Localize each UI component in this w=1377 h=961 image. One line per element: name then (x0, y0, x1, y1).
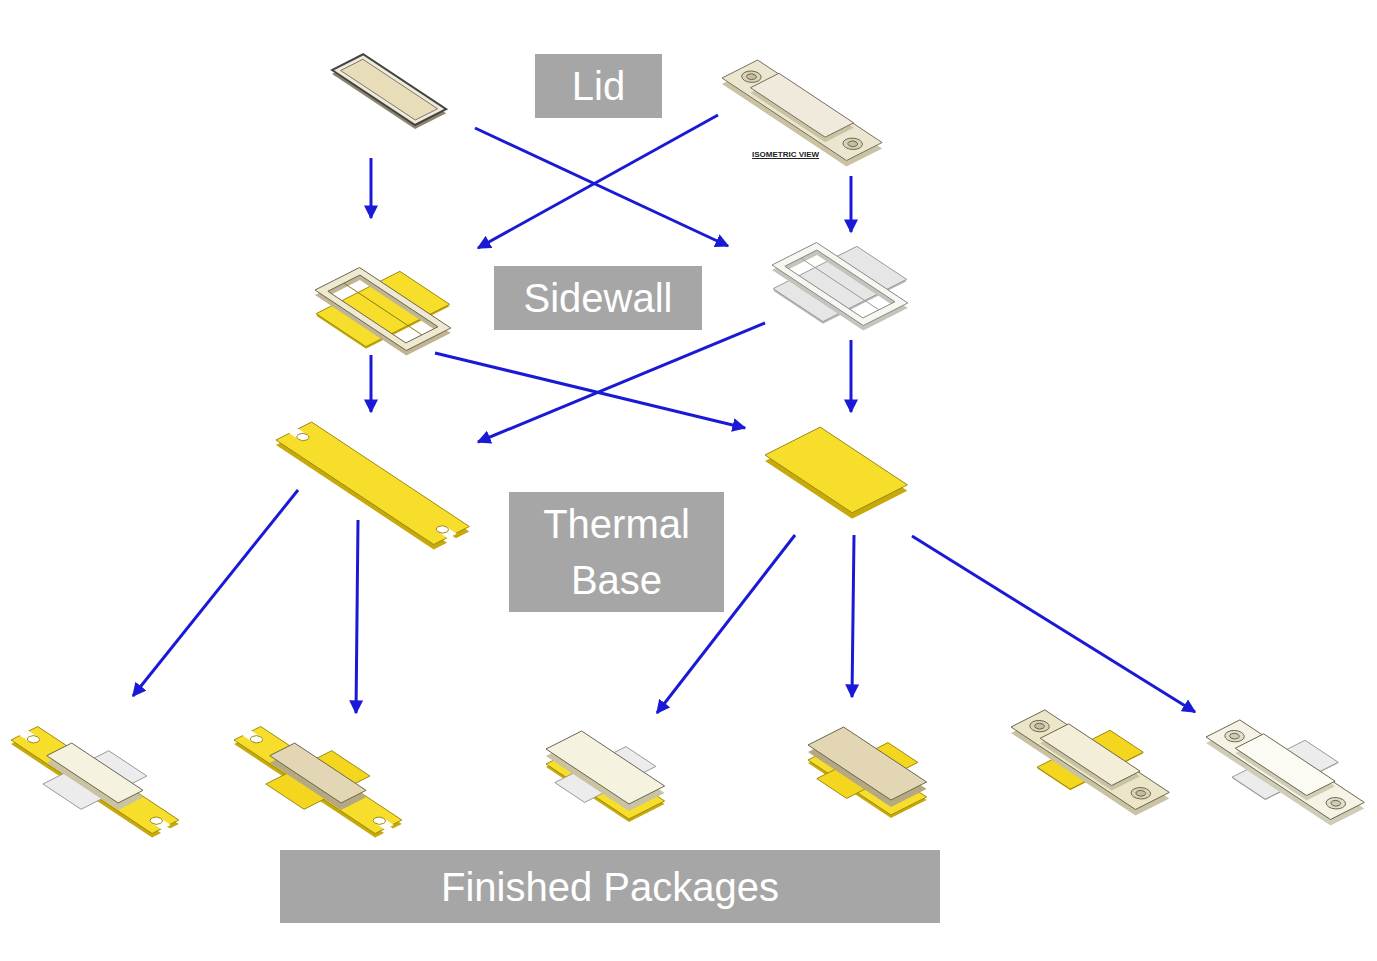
package-bolt-down-grey-leads-part-part (1206, 720, 1364, 820)
package-flange-grey-leads-part (0, 716, 199, 844)
lid-flange-part-part (750, 73, 853, 137)
sidewall-gold-leads-part-part (344, 283, 422, 335)
flow-arrows-part (133, 490, 298, 696)
package-bolt-down-grey-leads-part-part (1322, 795, 1350, 811)
category-label: Thermal Base (509, 492, 724, 612)
flow-arrows-part (912, 536, 1195, 712)
package-plate-gold-leads-part (808, 727, 927, 800)
lid-frame-part (332, 54, 446, 125)
package-flange-gold-leads-part-part (371, 816, 388, 826)
package-flange-gold-leads-part (270, 743, 366, 803)
lid-flange-part-part (722, 60, 882, 161)
label-text: Sidewall (524, 270, 673, 326)
package-bolt-down-gold-leads-part (1040, 724, 1140, 786)
category-label: Sidewall (494, 266, 702, 330)
flow-arrows-part (478, 323, 765, 442)
sidewall-gold-leads-part (315, 268, 451, 351)
package-flange-grey-leads-part-part (25, 734, 42, 744)
package-flange-gold-leads (214, 716, 423, 844)
sidewall-grey-leads-part-part (772, 243, 908, 326)
package-bolt-down-grey-leads-part-part (1228, 732, 1242, 740)
category-label: Finished Packages (280, 850, 940, 923)
sidewall-gold-leads-part-part (315, 268, 451, 351)
thermal-base-flange-part-part (434, 524, 451, 534)
package-bolt-down-gold-leads (1011, 710, 1169, 816)
sidewall-grey-leads-part (772, 243, 908, 326)
view-label: ISOMETRIC VIEW (752, 150, 819, 159)
package-plate-grey-leads (528, 729, 682, 822)
lid-frame (332, 54, 446, 129)
package-bolt-down-grey-leads-part-part (1221, 728, 1249, 744)
package-bolt-down-gold-leads-part-part (1033, 722, 1047, 730)
lid-frame-part-part (341, 59, 438, 120)
category-label: Lid (535, 54, 662, 118)
sidewall-gold-leads (315, 268, 451, 356)
package-flange-gold-leads-part-part (270, 743, 366, 803)
flow-arrows-part (852, 535, 854, 697)
sidewall-grey-leads-part-part (801, 258, 879, 310)
package-flange-gold-leads-part (214, 716, 423, 844)
package-flange-grey-leads-part (47, 743, 143, 803)
package-bolt-down-gold-leads-part-part (1134, 789, 1148, 797)
flow-arrows-part (478, 115, 718, 248)
lid-frame-part-part (332, 54, 446, 125)
flow-arrows (133, 115, 1195, 713)
flow-arrows-part (370, 158, 373, 218)
lid-flange-part-part (839, 136, 867, 152)
package-plate-gold-leads-part (790, 725, 944, 816)
label-text: Finished Packages (441, 859, 779, 915)
package-plate-gold-leads (790, 725, 944, 818)
package-flange-grey-leads-part-part (47, 743, 143, 803)
flow-arrows-part (356, 520, 358, 713)
package-flange-gold-leads-part-part (234, 727, 402, 834)
thermal-base-plate-part-part (765, 427, 907, 513)
package-plate-grey-leads-part (528, 729, 682, 820)
package-flange-gold-leads-part-part (248, 734, 265, 744)
thermal-base-plate-part (765, 427, 907, 513)
lid-flange-part (750, 73, 853, 137)
lid-flange-part (722, 60, 882, 161)
thermal-base-flange-part-part (276, 422, 469, 545)
sidewall-grey-leads (772, 243, 908, 331)
package-bolt-down-grey-leads-part-part (1329, 799, 1343, 807)
thermal-base-plate (765, 427, 907, 519)
flow-arrows-part (850, 176, 853, 232)
package-bolt-down-gold-leads-part-part (1040, 724, 1140, 786)
lid-flange (722, 60, 882, 167)
lid-flange-part-part (745, 73, 759, 81)
package-bolt-down-gold-leads-part-part (1011, 710, 1169, 810)
thermal-base-flange-part (275, 421, 470, 545)
label-text: Thermal Base (523, 496, 710, 608)
lid-flange-part-part (846, 140, 860, 148)
package-plate-gold-leads-part-part (808, 727, 927, 800)
package-bolt-down-gold-leads-part-part (1026, 718, 1054, 734)
package-bolt-down-gold-leads-part-part (1127, 785, 1155, 801)
package-plate-grey-leads-part (546, 731, 665, 804)
package-bolt-down-grey-leads (1206, 720, 1364, 826)
thermal-base-flange-part-part (294, 432, 311, 442)
flow-arrows-part (435, 353, 745, 428)
package-flange-grey-leads (0, 716, 199, 844)
flow-arrows-part (370, 355, 373, 412)
package-bolt-down-grey-leads-part (1206, 720, 1364, 820)
package-flange-grey-leads-part-part (11, 727, 179, 834)
package-bolt-down-grey-leads-part (1235, 734, 1335, 796)
package-flange-grey-leads-part-part (148, 816, 165, 826)
flow-arrows-part (850, 340, 853, 412)
package-plate-grey-leads-part-part (546, 731, 665, 804)
package-bolt-down-gold-leads-part (1011, 710, 1169, 810)
thermal-base-flange (275, 421, 470, 550)
package-bolt-down-grey-leads-part-part (1235, 734, 1335, 796)
label-text: Lid (572, 58, 625, 114)
